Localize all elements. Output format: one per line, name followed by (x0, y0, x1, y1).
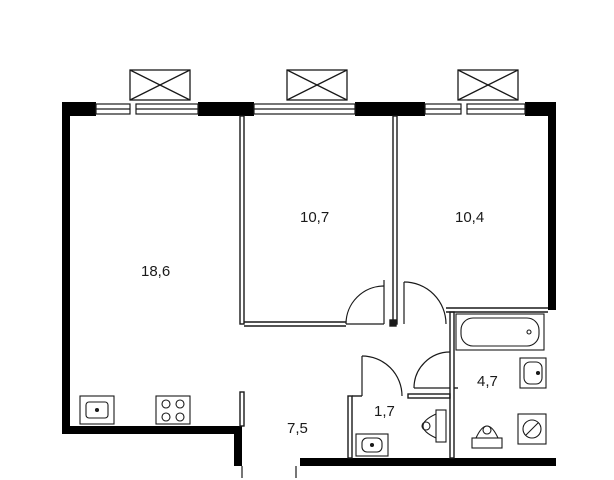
doors (241, 280, 451, 478)
stove-icon (155, 395, 191, 425)
balcony-2 (286, 69, 348, 101)
area-label-bathroom: 4,7 (477, 373, 498, 390)
washbasin-icon-toilet-room (355, 433, 389, 457)
area-label-bedroom-1: 10,7 (300, 209, 329, 226)
washbasin-icon (519, 357, 547, 389)
area-label-bedroom-2: 10,4 (455, 209, 484, 226)
bathtub-icon (455, 313, 545, 351)
area-label-hall: 7,5 (287, 420, 308, 437)
balcony-1 (129, 69, 191, 101)
kitchen-sink-icon (79, 395, 115, 425)
area-label-living: 18,6 (141, 263, 170, 280)
toilet-icon (421, 409, 447, 443)
windows (95, 103, 526, 115)
toilet-icon-bathroom (471, 425, 503, 449)
washing-machine-icon (517, 413, 547, 445)
area-label-toilet: 1,7 (374, 403, 395, 420)
interior-walls (239, 115, 548, 459)
balcony-3 (457, 69, 519, 101)
outer-walls (62, 102, 556, 466)
